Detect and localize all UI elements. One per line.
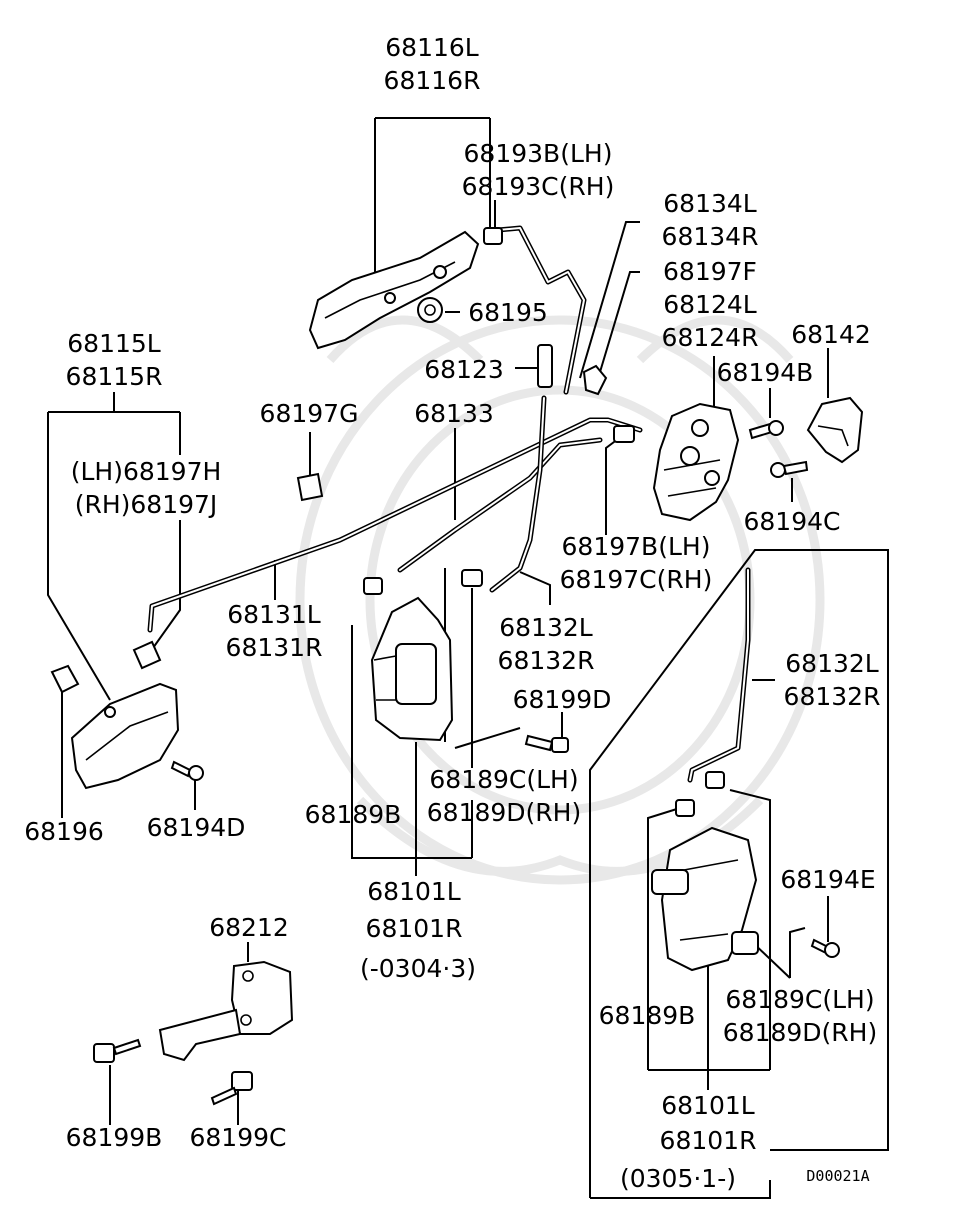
clip-68197HJ [132, 640, 162, 670]
screw-68194E [810, 938, 840, 958]
label-68195: 68195 [468, 298, 548, 327]
screw-68194C [770, 460, 809, 478]
label-68199D: 68199D [513, 685, 612, 714]
label-68212: 68212 [209, 913, 289, 942]
label-68194B: 68194B [717, 358, 814, 387]
label-68142: 68142 [791, 320, 871, 349]
clip-68189CD-late [705, 771, 725, 789]
label-68123: 68123 [424, 355, 504, 384]
rods-and-cables [147, 225, 751, 783]
clip-68197BC [613, 425, 635, 443]
clip-68193 [483, 227, 503, 245]
striker-68142 [806, 396, 864, 464]
label-68196: 68196 [24, 817, 104, 846]
clip-68196 [50, 664, 80, 694]
nut-68195 [417, 297, 443, 323]
diagram-code: D00021A [806, 1167, 869, 1185]
latch-68124 [652, 402, 740, 522]
label-68189B-late: 68189B [599, 1001, 696, 1030]
clip-68197G [296, 472, 324, 502]
label-68197G: 68197G [260, 399, 359, 428]
label-68189B-early: 68189B [305, 800, 402, 829]
label-68199C: 68199C [190, 1123, 287, 1152]
label-68133: 68133 [414, 399, 494, 428]
screw-68199D [524, 734, 569, 753]
clip-68197F [582, 364, 608, 396]
bolt-68199B [93, 1038, 142, 1063]
label-68197F: 68197F [663, 257, 757, 286]
door-check-68212 [158, 960, 294, 1062]
label-68189CD-early: 68189C(LH)68189D(RH) [427, 765, 581, 827]
bolt-68199C [210, 1071, 253, 1106]
label-68194C: 68194C [744, 507, 841, 536]
inside-handle-68115 [70, 682, 180, 790]
actuator-68101-late [651, 826, 759, 972]
screw-68194D [170, 760, 204, 781]
outside-handle-68116 [308, 230, 480, 350]
clip-68189B-late [675, 799, 695, 817]
label-68199B: 68199B [66, 1123, 163, 1152]
actuator-68101-early [370, 596, 454, 742]
pin-68123 [537, 344, 553, 388]
leader-lines [47, 117, 889, 1199]
label-68197HJ: (LH)68197H(RH)68197J [71, 457, 222, 519]
clip-68189CD-early [461, 569, 483, 587]
label-68194D: 68194D [147, 813, 246, 842]
label-68189CD-late: 68189C(LH)68189D(RH) [723, 985, 877, 1047]
screw-68194B [748, 420, 784, 440]
label-68197BC: 68197B(LH)68197C(RH) [560, 532, 713, 594]
label-68194E: 68194E [780, 865, 875, 894]
watermark-emblem [295, 315, 825, 885]
clip-68189B-early [363, 577, 383, 595]
label-68193: 68193B(LH)68193C(RH) [462, 139, 615, 201]
